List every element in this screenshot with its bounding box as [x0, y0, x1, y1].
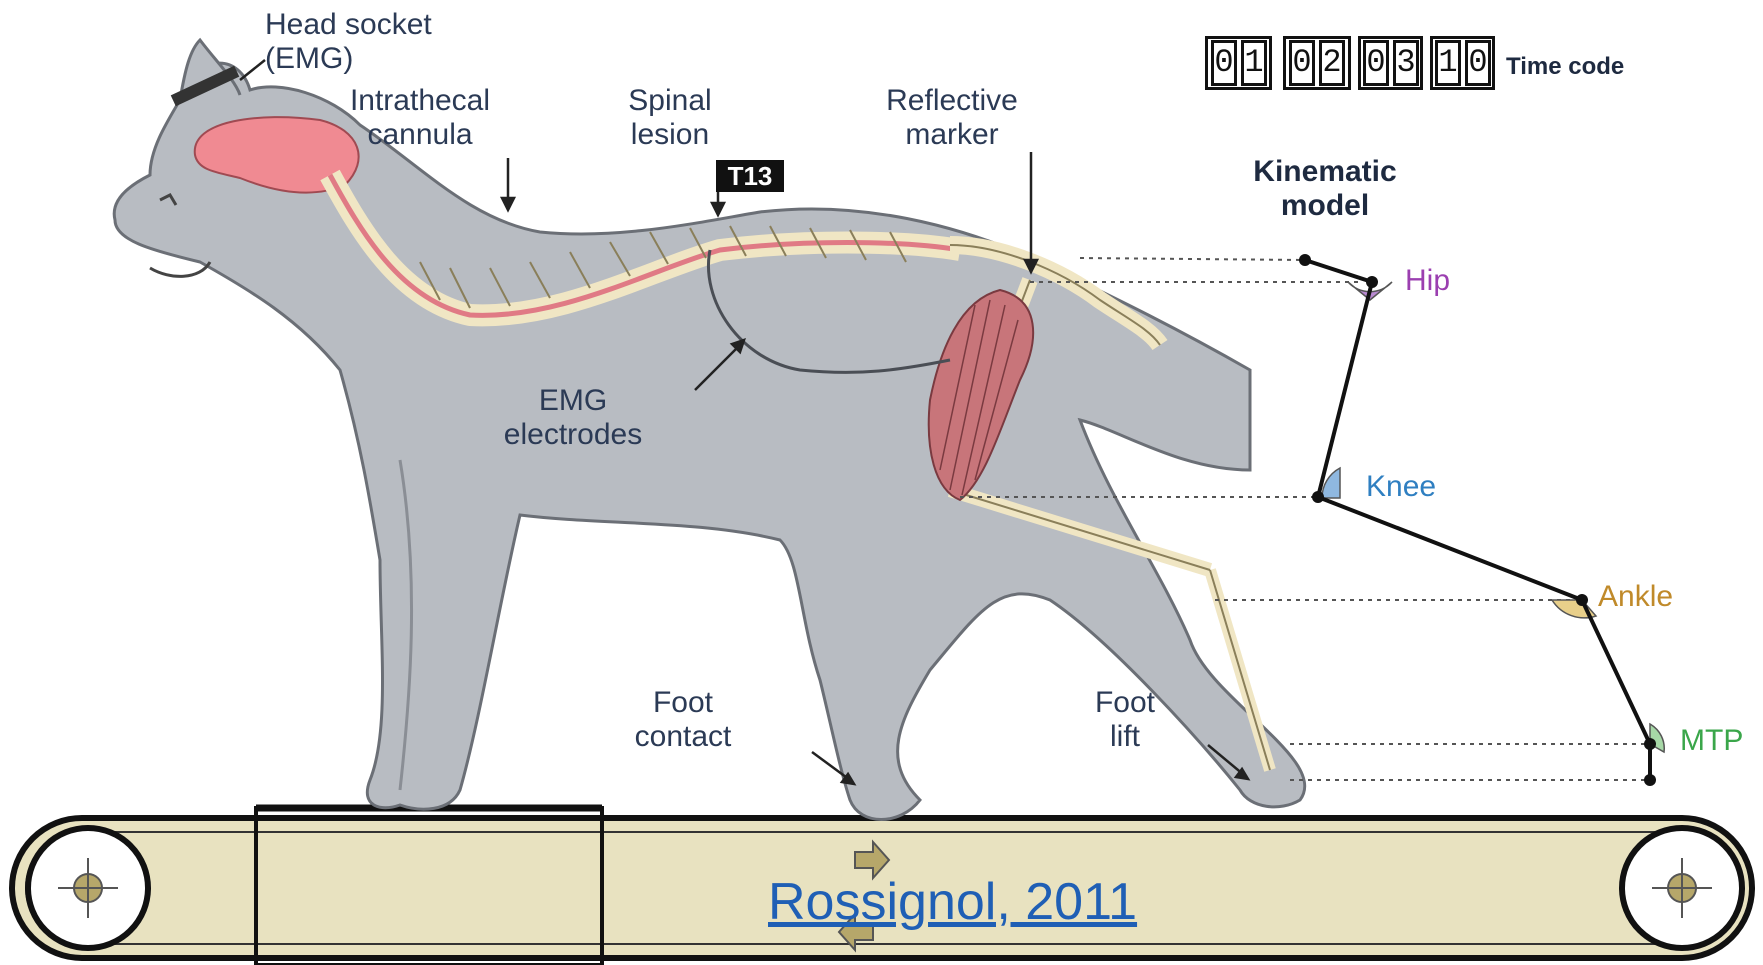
- time-code-digit: 1: [1241, 40, 1267, 86]
- label-head-socket: Head socket(EMG): [265, 8, 432, 76]
- label-t13: T13: [716, 160, 784, 192]
- time-code-digit: 3: [1393, 40, 1419, 86]
- joint-label-knee: Knee: [1366, 470, 1436, 504]
- time-code-digit: 0: [1211, 40, 1237, 86]
- time-code-digit: 2: [1319, 40, 1345, 86]
- time-code-digit: 0: [1363, 40, 1389, 86]
- joint-label-ankle: Ankle: [1598, 580, 1673, 614]
- citation-link[interactable]: Rossignol, 2011: [768, 872, 1137, 932]
- kinematic-model: [1299, 254, 1664, 786]
- joint-label-mtp: MTP: [1680, 724, 1743, 758]
- time-code-digit: 1: [1435, 40, 1461, 86]
- time-code-digit: 0: [1289, 40, 1315, 86]
- joint-label-hip: Hip: [1405, 264, 1450, 298]
- time-code-label: Time code: [1506, 50, 1624, 84]
- time-code-digit: 0: [1465, 40, 1491, 86]
